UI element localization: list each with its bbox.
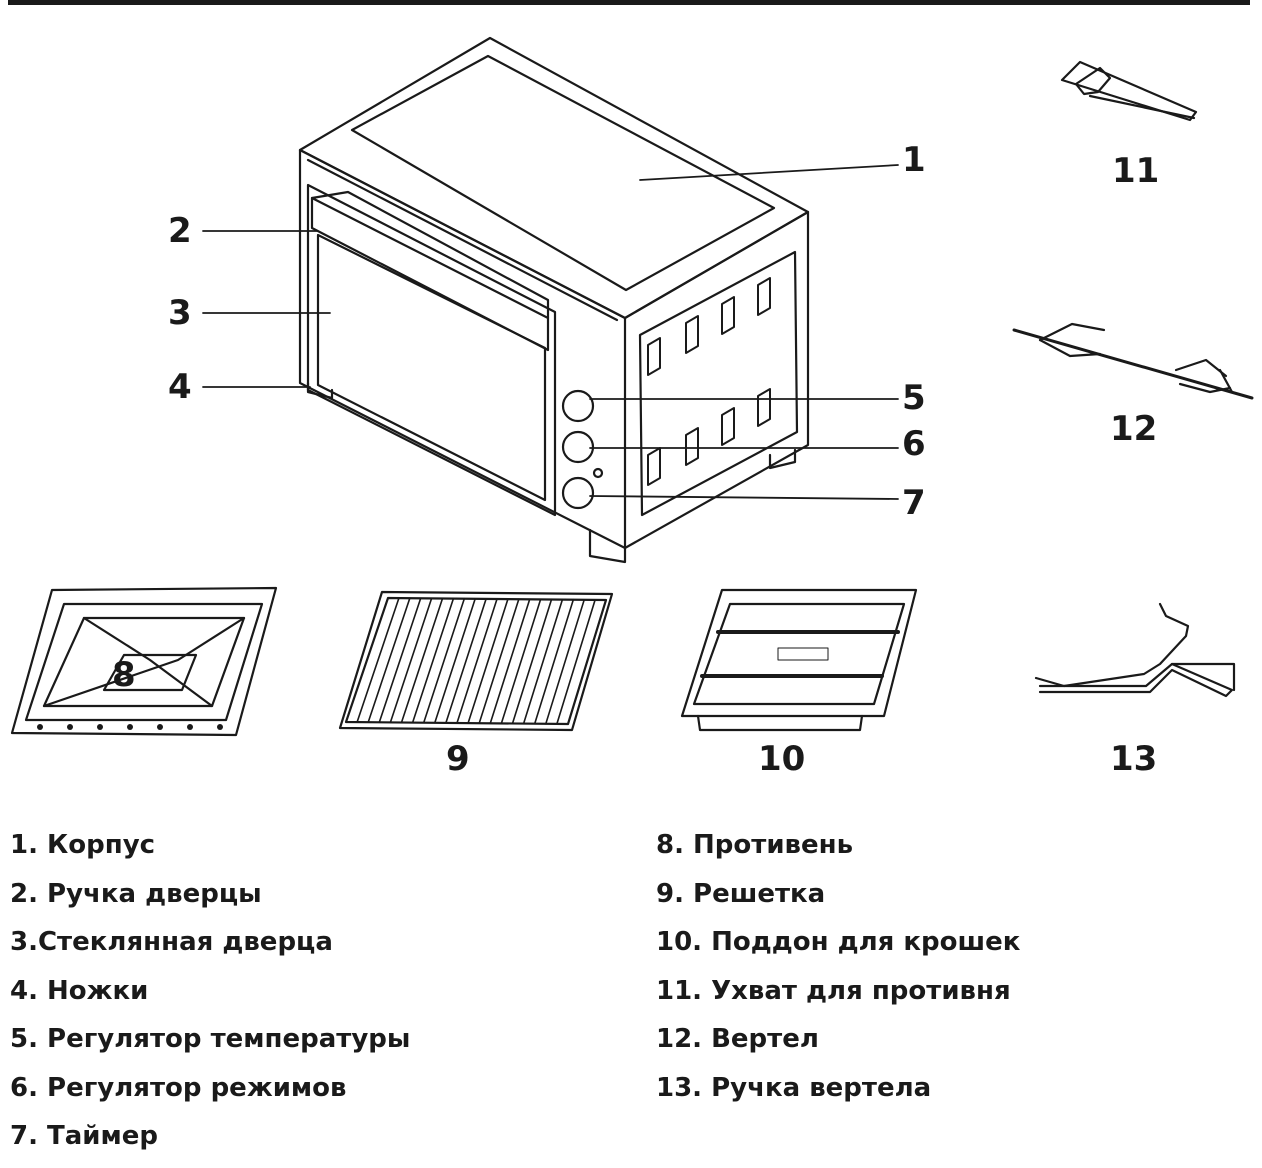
rack-wire [356, 597, 400, 723]
legend-item: 12. Вертел [656, 1024, 819, 1054]
legend-item: 10. Поддон для крошек [656, 927, 1021, 957]
rack-wire [533, 598, 575, 725]
spit-handle-illustration [1034, 602, 1236, 698]
legend-item: 13. Ручка вертела [656, 1072, 932, 1103]
oven-parts-diagram [10, 36, 1254, 737]
legend-item: 4. Ножки [10, 975, 149, 1006]
legend-item: 11. Ухват для противня [656, 975, 1011, 1006]
rack-wire [467, 598, 509, 724]
callout-5: 5 [902, 378, 926, 418]
oven-door [306, 183, 557, 517]
top-rule [8, 0, 1250, 5]
oven-front-face [298, 148, 627, 550]
tray-rim-dots [37, 724, 223, 730]
parts-legend-right: 8. Противень 9. Решетка 10. Поддон для к… [656, 828, 1256, 1119]
tray-lifter-illustration [1060, 60, 1198, 122]
baking-tray-illustration [10, 586, 278, 737]
crumb-tray-illustration [680, 588, 918, 732]
temperature-knob [561, 389, 595, 423]
oven-door-glass [316, 233, 547, 502]
oven-top-surface [298, 36, 810, 320]
callout-12: 12 [1110, 409, 1158, 449]
rack-wire [389, 597, 433, 724]
mode-knob [561, 430, 595, 464]
rack-wire [400, 597, 444, 724]
rack-wire [522, 598, 564, 725]
callout-9: 9 [446, 739, 470, 779]
leader-lines [202, 164, 899, 500]
callout-4: 4 [168, 367, 192, 407]
oven-foot [768, 448, 797, 470]
rack-wire [422, 597, 466, 724]
legend-item: 3.Стеклянная дверца [10, 927, 333, 957]
rack-wire [500, 598, 542, 725]
legend-item: 8. Противень [656, 830, 854, 860]
rack-wire [378, 597, 422, 724]
callout-3: 3 [168, 293, 192, 333]
callout-8: 8 [112, 655, 136, 695]
vent-slots [647, 277, 771, 486]
legend-item: 1. Корпус [10, 830, 156, 860]
oven-top-panel [350, 54, 776, 292]
timer-knob [561, 476, 595, 510]
wire-rack-illustration [338, 590, 614, 732]
rack-wire [411, 597, 455, 724]
oven-illustration [298, 36, 810, 564]
oven-foot [588, 528, 627, 564]
rack-wire [489, 598, 531, 725]
legend-item: 9. Решетка [656, 878, 826, 909]
rotisserie-spit-illustration [1012, 322, 1254, 400]
callout-6: 6 [902, 424, 926, 464]
rack-wire [445, 598, 487, 724]
rack-wire [511, 598, 553, 725]
rack-wire [456, 598, 498, 724]
legend-item: 5. Регулятор температуры [10, 1024, 411, 1054]
oven-side-vent-panel [638, 250, 799, 517]
legend-item: 2. Ручка дверцы [10, 878, 262, 909]
oven-door-handle [310, 196, 550, 352]
callout-1: 1 [902, 140, 926, 180]
rack-wire [478, 598, 520, 725]
parts-legend-left: 1. Корпус 2. Ручка дверцы 3.Стеклянная д… [10, 828, 610, 1168]
legend-item: 7. Таймер [10, 1121, 159, 1151]
callout-7: 7 [902, 483, 926, 523]
legend-item: 6. Регулятор режимов [10, 1072, 347, 1103]
callout-13: 13 [1110, 739, 1158, 779]
rack-wire [367, 597, 411, 724]
indicator-light [592, 467, 604, 479]
callout-2: 2 [168, 211, 192, 251]
callout-10: 10 [758, 739, 806, 779]
rack-wire [433, 597, 477, 724]
rack-wire [544, 598, 586, 725]
callout-11: 11 [1112, 151, 1160, 191]
rack-wire [556, 599, 596, 725]
